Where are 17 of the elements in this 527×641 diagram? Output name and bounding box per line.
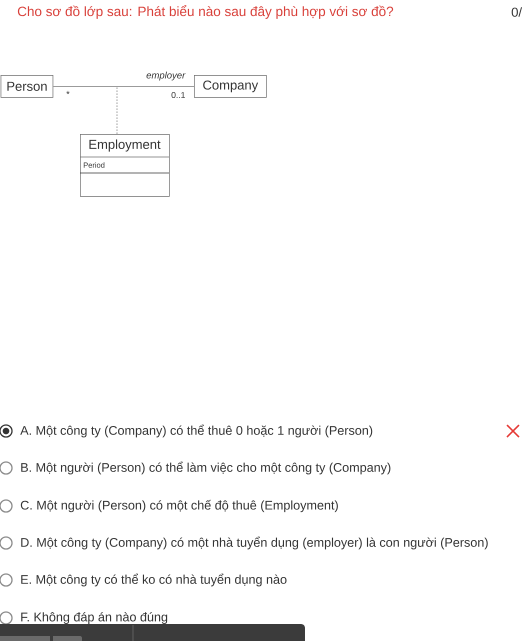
option-text: E. Một công ty có thể ko có nhà tuyển dụng nào bbox=[21, 574, 286, 586]
option-text: C. Một người (Person) có một chế độ thuê (Employment) bbox=[20, 500, 338, 512]
class-box bbox=[80, 134, 170, 197]
option-text: A. Một công ty (Company) có thể thuê 0 hoặc 1 người (Person) bbox=[20, 424, 372, 438]
class-box: Person bbox=[0, 75, 54, 98]
association-line bbox=[52, 86, 194, 87]
multiplicity-label: * bbox=[66, 90, 70, 94]
question-text: Cho sơ đồ lớp sau: Phát biểu nào sau đây phù hợp với sơ đồ? bbox=[18, 5, 394, 19]
option-text: D. Một công ty (Company) có một nhà tuyển dụng (employer) là con người (Person) bbox=[21, 536, 488, 550]
class-box: Company bbox=[194, 75, 267, 98]
option-text: F. Không đáp án nào đúng bbox=[21, 612, 168, 624]
multiplicity-label: 0..1 bbox=[172, 92, 185, 98]
score-text: 0/ bbox=[512, 7, 522, 17]
dashed-link-line bbox=[116, 86, 118, 134]
class-name: Employment bbox=[89, 139, 160, 152]
role-label: employer bbox=[146, 72, 186, 80]
option-text: B. Một người (Person) có thể làm việc cho một công ty (Company) bbox=[21, 462, 390, 474]
